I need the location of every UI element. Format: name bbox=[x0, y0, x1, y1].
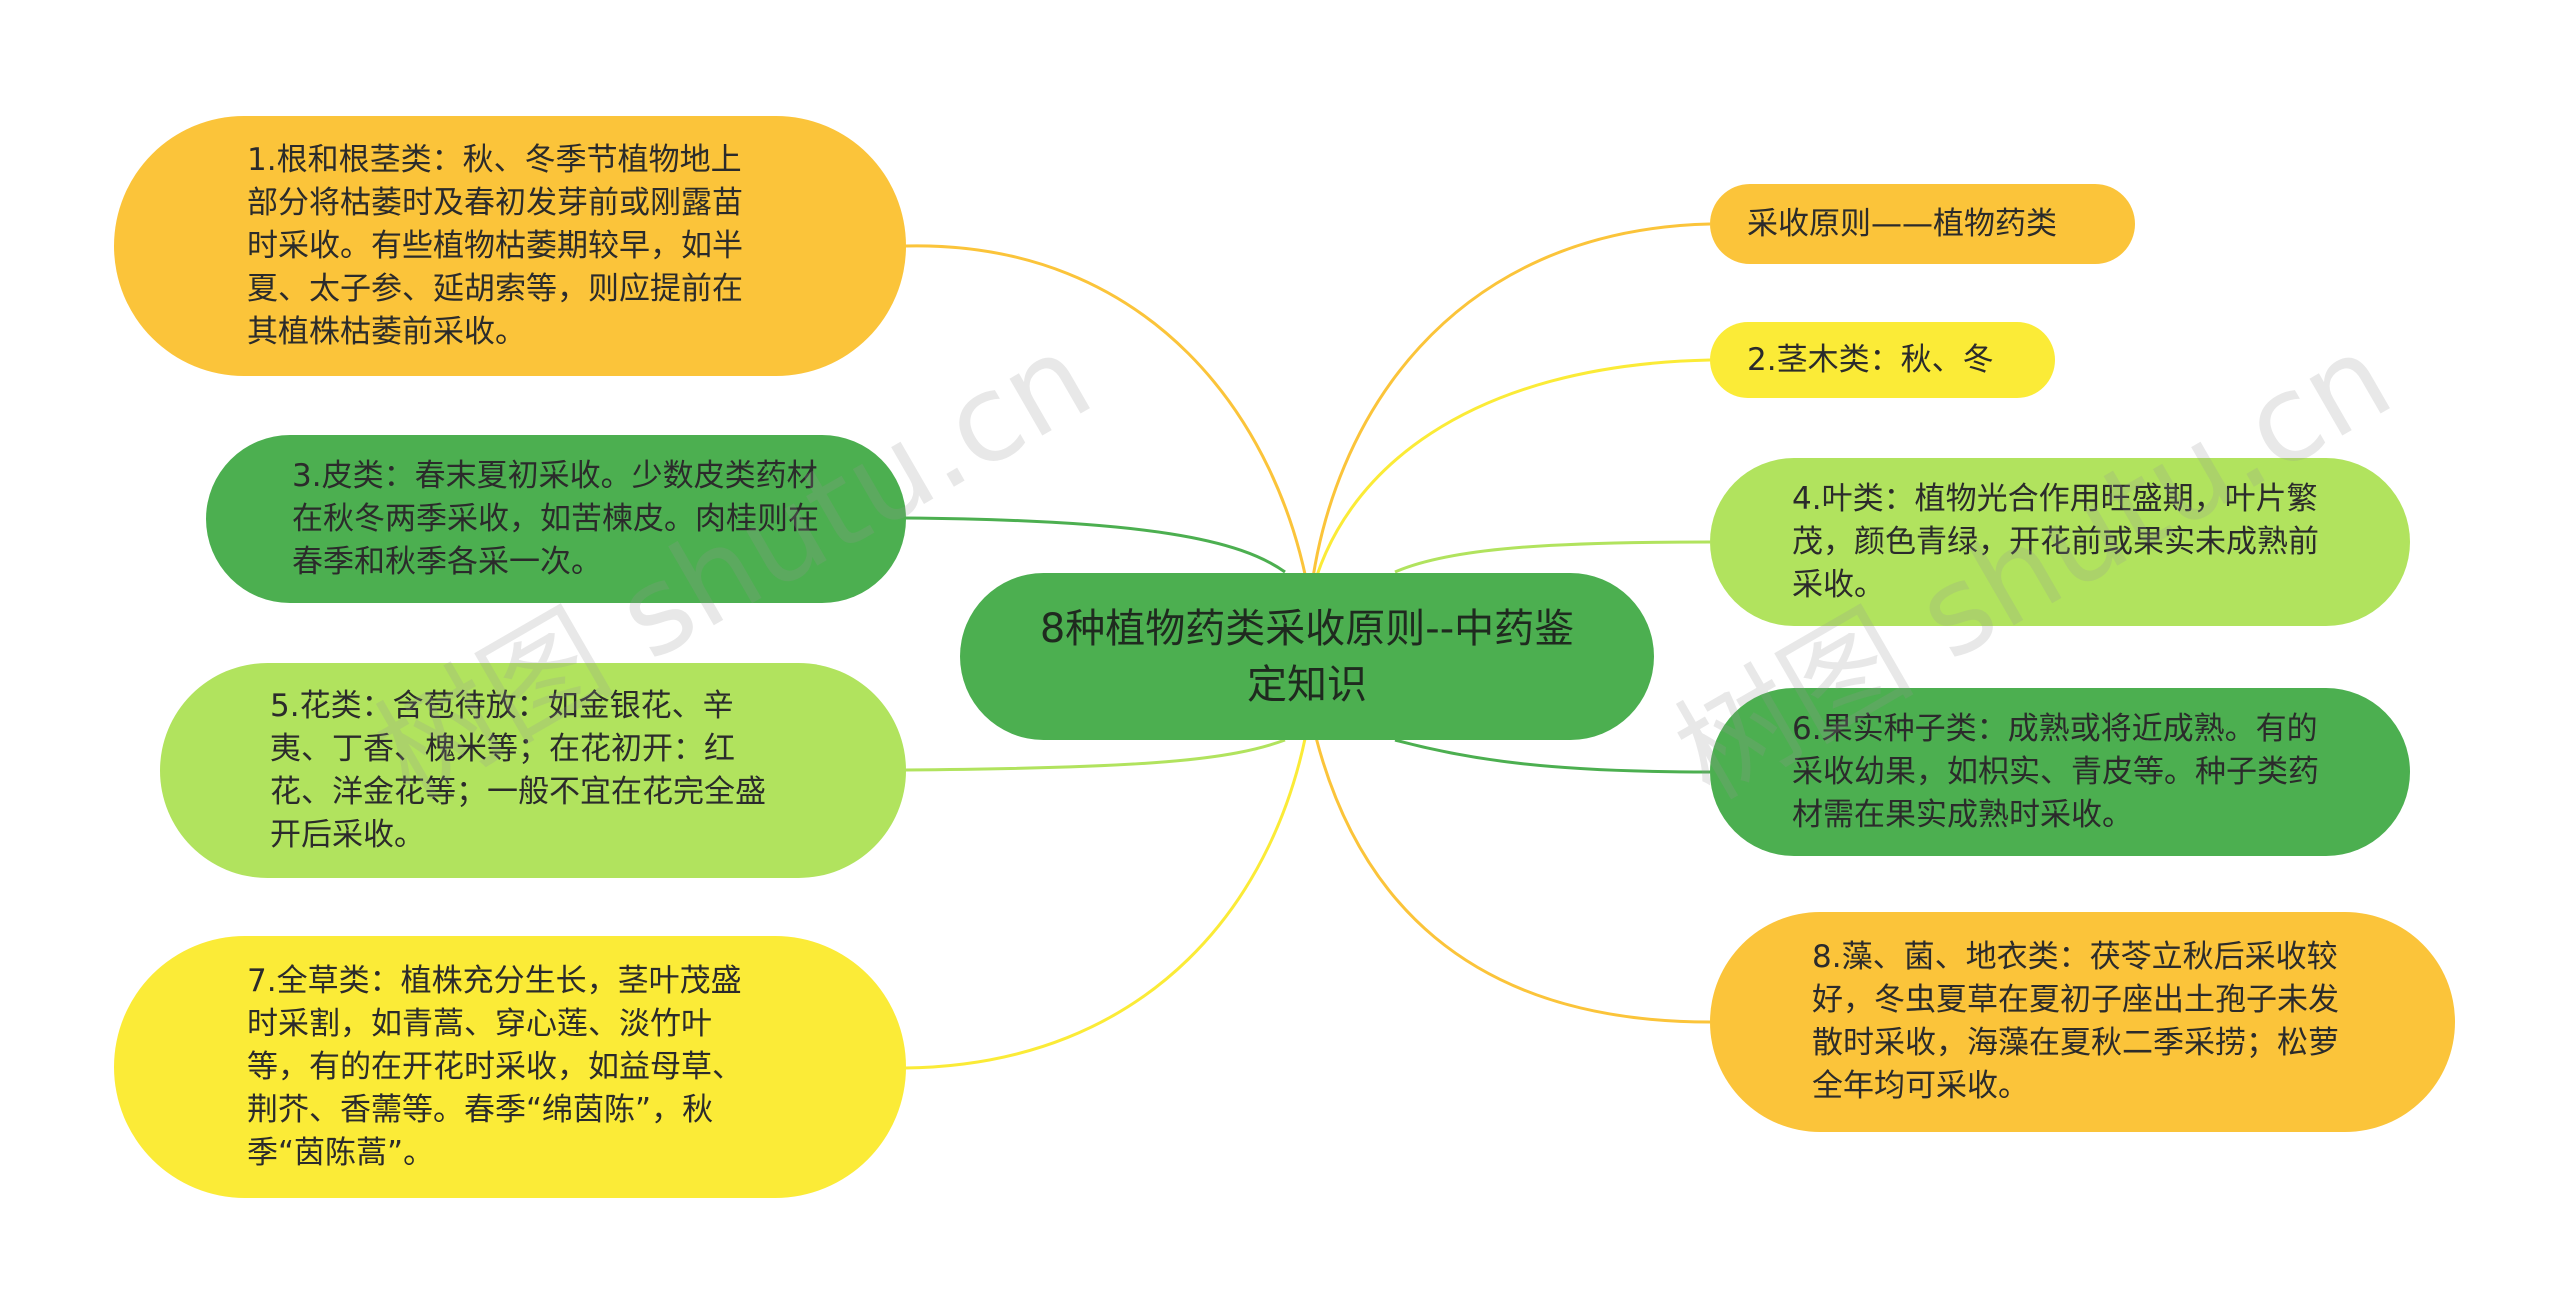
node-stems-wood-text: 2.茎木类：秋、冬 bbox=[1747, 341, 1994, 378]
node-whole-herb[interactable]: 7.全草类：植株充分生长，茎叶茂盛时采割，如青蒿、穿心莲、淡竹叶等，有的在开花时… bbox=[114, 936, 906, 1198]
link-left-3 bbox=[904, 516, 1286, 574]
link-right-0 bbox=[1308, 222, 1711, 601]
node-roots-rhizomes-text: 1.根和根茎类：秋、冬季节植物地上部分将枯萎时及春初发芽前或刚露苗时采收。有些植… bbox=[247, 141, 743, 350]
link-right-2 bbox=[1308, 358, 1711, 601]
node-whole-herb-text: 7.全草类：植株充分生长，茎叶茂盛时采割，如青蒿、穿心莲、淡竹叶等，有的在开花时… bbox=[247, 962, 743, 1171]
link-left-1 bbox=[904, 244, 1312, 601]
link-left-5 bbox=[904, 738, 1286, 772]
link-right-8 bbox=[1308, 711, 1711, 1024]
central-topic[interactable]: 8种植物药类采收原则--中药鉴定知识 bbox=[960, 573, 1654, 740]
node-stems-wood[interactable]: 2.茎木类：秋、冬 bbox=[1710, 322, 2055, 398]
central-topic-label: 8种植物药类采收原则--中药鉴定知识 bbox=[1039, 605, 1575, 708]
link-left-7 bbox=[904, 711, 1312, 1070]
link-right-6 bbox=[1394, 738, 1711, 774]
node-flowers-text: 5.花类：含苞待放：如金银花、辛夷、丁香、槐米等；在花初开：红花、洋金花等；一般… bbox=[270, 687, 766, 853]
node-flowers[interactable]: 5.花类：含苞待放：如金银花、辛夷、丁香、槐米等；在花初开：红花、洋金花等；一般… bbox=[160, 663, 906, 878]
node-leaves[interactable]: 4.叶类：植物光合作用旺盛期，叶片繁茂，颜色青绿，开花前或果实未成熟前采收。 bbox=[1710, 458, 2410, 626]
node-roots-rhizomes[interactable]: 1.根和根茎类：秋、冬季节植物地上部分将枯萎时及春初发芽前或刚露苗时采收。有些植… bbox=[114, 116, 906, 376]
node-bark[interactable]: 3.皮类：春末夏初采收。少数皮类药材在秋冬两季采收，如苦楝皮。肉桂则在春季和秋季… bbox=[206, 435, 906, 603]
node-leaves-text: 4.叶类：植物光合作用旺盛期，叶片繁茂，颜色青绿，开花前或果实未成熟前采收。 bbox=[1792, 480, 2319, 603]
link-right-4 bbox=[1394, 540, 1711, 574]
node-bark-text: 3.皮类：春末夏初采收。少数皮类药材在秋冬两季采收，如苦楝皮。肉桂则在春季和秋季… bbox=[292, 457, 819, 580]
node-principle-text: 采收原则——植物药类 bbox=[1747, 205, 2057, 242]
node-fruits-seeds-text: 6.果实种子类：成熟或将近成熟。有的采收幼果，如枳实、青皮等。种子类药材需在果实… bbox=[1792, 710, 2319, 833]
node-principle[interactable]: 采收原则——植物药类 bbox=[1710, 184, 2135, 264]
node-fruits-seeds[interactable]: 6.果实种子类：成熟或将近成熟。有的采收幼果，如枳实、青皮等。种子类药材需在果实… bbox=[1710, 688, 2410, 856]
node-algae-fungi[interactable]: 8.藻、菌、地衣类：茯苓立秋后采收较好，冬虫夏草在夏初子座出土孢子未发散时采收，… bbox=[1710, 912, 2455, 1132]
node-algae-fungi-text: 8.藻、菌、地衣类：茯苓立秋后采收较好，冬虫夏草在夏初子座出土孢子未发散时采收，… bbox=[1812, 939, 2339, 1104]
